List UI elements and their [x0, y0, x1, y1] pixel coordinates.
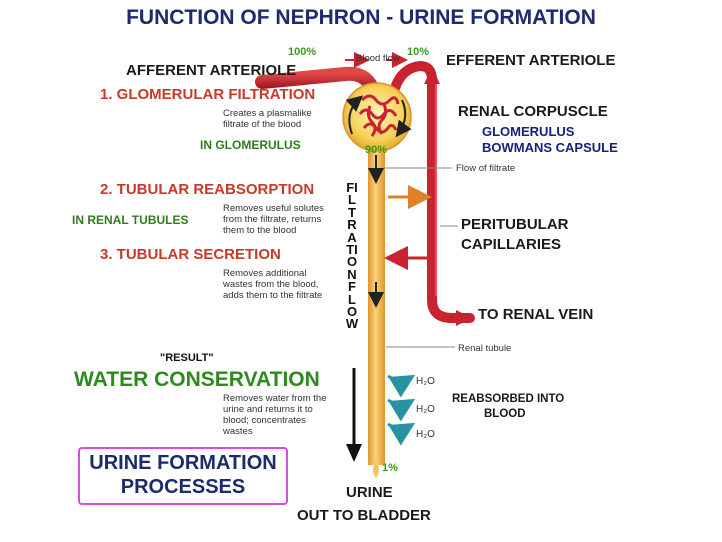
urine-outflow-arrow: [346, 444, 362, 462]
page-title: FUNCTION OF NEPHRON - URINE FORMATION: [126, 6, 596, 29]
h2o-label-2: H₂O: [416, 404, 435, 415]
peritubular-label-line2: CAPILLARIES: [461, 236, 562, 253]
efferent-arteriole-label: EFFERENT ARTERIOLE: [446, 52, 616, 69]
result-label: "RESULT": [160, 352, 214, 364]
h2o-label-1: H₂O: [416, 376, 435, 387]
renal-tubule-tube: [368, 150, 385, 465]
reabsorbed-label-line2: BLOOD: [484, 408, 526, 420]
bowmans-capsule-label: BOWMANS CAPSULE: [482, 140, 618, 155]
out-to-bladder-label: OUT TO BLADDER: [297, 507, 431, 524]
reabsorption-location: IN RENAL TUBULES: [72, 213, 189, 227]
step-tubular-secretion: 3. TUBULAR SECRETION: [100, 246, 281, 263]
urine-1-percent: 1%: [382, 462, 398, 474]
peritubular-label-line1: PERITUBULAR: [461, 216, 569, 233]
filtration-90-percent: 90%: [365, 144, 388, 156]
filtration-description: Creates a plasmalike filtrate of the blo…: [223, 108, 312, 130]
renal-corpuscle-label: RENAL CORPUSCLE: [458, 103, 608, 120]
filtration-flow-vertical-label: FILTRATION FLOW: [345, 180, 359, 332]
urine-formation-box-label: URINE FORMATION PROCESSES: [89, 452, 277, 498]
blood-flow-100-percent: 100%: [288, 46, 317, 58]
reabsorbed-label-line1: REABSORBED INTO: [452, 393, 565, 405]
to-renal-vein-label: TO RENAL VEIN: [478, 306, 594, 323]
urine-label: URINE: [346, 484, 393, 501]
secretion-description: Removes additional wastes from the blood…: [223, 268, 323, 301]
flow-of-filtrate-label: Flow of filtrate: [456, 163, 516, 174]
step-tubular-reabsorption: 2. TUBULAR REABSORPTION: [100, 181, 315, 198]
glomerulus-coils: [358, 94, 400, 137]
water-conservation-description: Removes water from the urine and returns…: [223, 393, 327, 437]
urine-formation-box: URINE FORMATION PROCESSES: [78, 447, 288, 505]
afferent-arteriole-label: AFFERENT ARTERIOLE: [126, 62, 297, 79]
filtration-location: IN GLOMERULUS: [200, 138, 301, 152]
step-glomerular-filtration: 1. GLOMERULAR FILTRATION: [100, 86, 316, 103]
blood-flow-10-percent: 10%: [407, 46, 430, 58]
glomerulus-label: GLOMERULUS: [482, 124, 575, 139]
h2o-label-3: H₂O: [416, 429, 435, 440]
reabsorption-description: Removes useful solutes from the filtrate…: [223, 203, 324, 236]
blood-flow-label: Blood flow: [356, 53, 400, 64]
renal-tubule-label: Renal tubule: [458, 343, 512, 354]
water-conservation-title: WATER CONSERVATION: [74, 368, 320, 391]
